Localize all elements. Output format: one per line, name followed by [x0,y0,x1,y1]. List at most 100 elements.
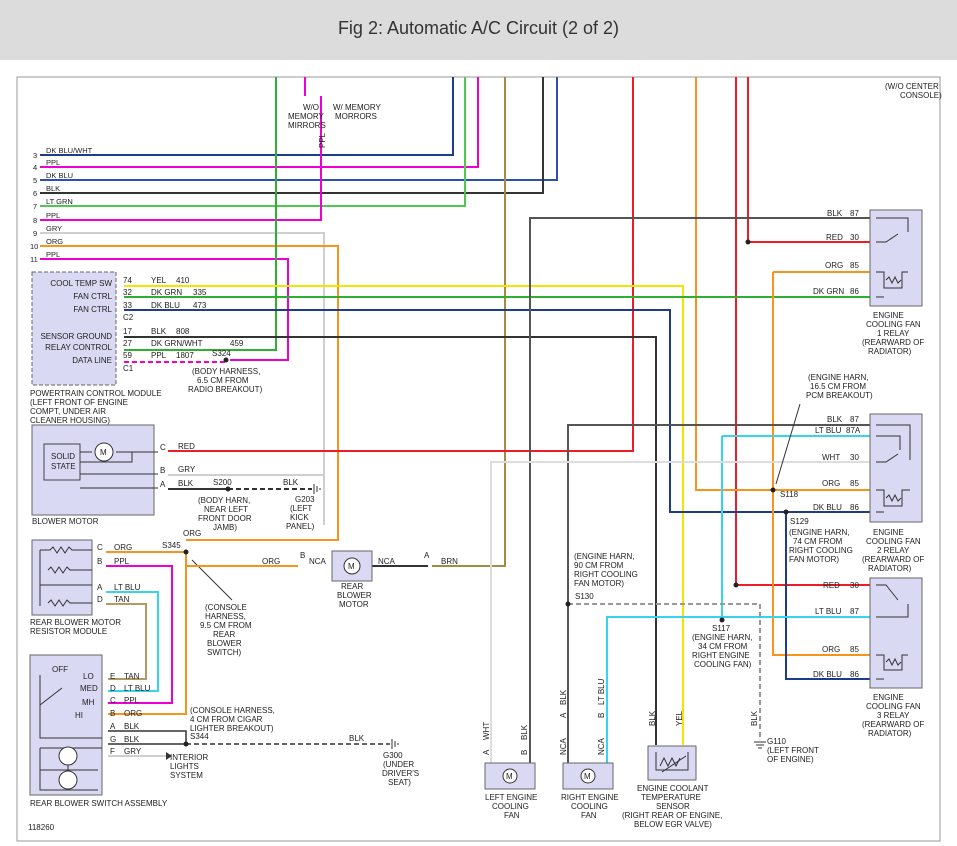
relay-2-labels: BLK LT BLU WHT ORG DK BLU 87 87A 30 85 8… [813,415,924,573]
right-fan-wire-blk: BLK [559,689,568,705]
wire-yel-410 [124,285,684,745]
rear-motor-caption-1: REAR [341,582,363,591]
wire-mirror-green [124,77,277,351]
s118-pointer [775,403,801,485]
blower-pin-a: A [160,480,166,489]
wire-ltblu-resistor [106,591,159,692]
relay3-pin-85: 85 [850,645,859,654]
pcm-connector-wires [124,285,870,745]
sensor-cap-4: (RIGHT REAR OF ENGINE, [622,811,722,820]
pcm-wire-yel: YEL [151,276,167,285]
switch-pin-f: F [110,747,115,756]
pcm-pin-labels: COOL TEMP SW FAN CTRL FAN CTRL SENSOR GR… [40,276,243,373]
s200-note-3: FRONT DOOR [198,514,252,523]
wire-ppl-8 [40,150,322,221]
wo-center-1: (W/O CENTER [885,82,939,91]
relay-2 [869,413,923,523]
wire-label-3: DK BLU/WHT [46,146,93,155]
left-fan-pin-a: A [482,749,491,755]
switch-wire-gry: GRY [124,747,142,756]
wire-ppl-resistor [106,565,173,704]
s117-note-2: 34 CM FROM [698,642,748,651]
s324-note-3: RADIO BREAKOUT) [188,385,263,394]
solid-state-2: STATE [51,462,76,471]
pcm-caption-2: (LEFT FRONT OF ENGINE [30,398,128,407]
pcm-pin-relay-control: RELAY CONTROL [45,343,112,352]
relay2-cap-2: COOLING FAN [866,537,921,546]
pcm-wire-labels: 3 4 5 6 7 8 9 10 11 DK BLU/WHT PPL DK BL… [30,146,93,264]
relay2-cap-3: 2 RELAY [877,546,910,555]
g203-note-1: (LEFT [290,504,312,513]
switch-wire-blk-a: BLK [124,722,140,731]
console-note-5: BLOWER [207,639,242,648]
pcm-top-wires [40,77,558,541]
right-fan-conn-b: NCA [597,737,606,755]
motor-m: M [100,448,107,457]
relay3-cap-4: (REARWARD OF [862,720,924,729]
relay2-wire-org: ORG [822,479,840,488]
switch-pin-e: E [110,672,115,681]
s130-note-1: (ENGINE HARN, [574,552,634,561]
relay2-wire-dkblu: DK BLU [813,503,842,512]
g110-wire: BLK [750,710,759,726]
wire-lt-grn-7 [40,77,466,207]
switch-pin-g: G [110,735,116,744]
switch-pins: E D C B A G F TAN LT BLU PPL ORG BLK BLK… [110,672,151,756]
right-fan-pin-b: B [597,713,606,718]
wire-ltblu-relay3 [606,616,870,766]
interior-arrow [166,752,172,760]
relay2-wire-blk: BLK [827,415,843,424]
s118-note-3: PCM BREAKOUT) [806,391,873,400]
wire-brown-feed [432,77,506,567]
rear-motor-caption-3: MOTOR [339,600,369,609]
rear-motor-left-wire: ORG [262,557,280,566]
s324-note-2: 6.5 CM FROM [197,376,249,385]
sensor-wire-blk: BLK [648,710,657,726]
blower-pin-b: B [160,466,165,475]
splice-s344 [183,741,189,747]
wire-num-5: 5 [33,176,37,185]
diagram-frame [16,76,941,842]
relay1-cap-3: 1 RELAY [877,329,910,338]
resistor-wire-tan: TAN [114,595,130,604]
title-bar: Fig 2: Automatic A/C Circuit (2 of 2) [0,0,957,60]
wire-tan-resistor [106,603,147,680]
resistor-pin-c: C [97,543,103,552]
mirror-w-1: W/ MEMORY [333,103,382,112]
pcm-circuit-1807: 1807 [176,351,194,360]
left-fan-wire-wht: WHT [482,722,491,740]
relay2-pin-30: 30 [850,453,859,462]
sensor-cap-3: SENSOR [656,802,690,811]
switch-pin-c: C [110,696,116,705]
s130-note-4: FAN MOTOR) [574,579,624,588]
relay3-wire-dkblu: DK BLU [813,670,842,679]
g300-label: G300 [383,751,403,760]
motor-icon [94,442,114,462]
pcm-pin-cool-temp: COOL TEMP SW [50,279,112,288]
wo-center-2: CONSOLE) [900,91,942,100]
switch-hi: HI [75,711,83,720]
wire-blk-relay2 [567,424,870,766]
relay2-wire-wht: WHT [822,453,840,462]
resistor-caption-2: RESISTOR MODULE [30,627,107,636]
lamp-1-icon [58,746,78,766]
pcm-wire-ppl: PPL [151,351,167,360]
mirror-wo-1: W/O [303,103,319,112]
wire-blk-808 [124,336,657,745]
g300-note-3: SEAT) [388,778,411,787]
pcm-pinnum-33: 33 [123,301,132,310]
left-fan-cap-1: LEFT ENGINE [485,793,537,802]
relay1-pin-87: 87 [850,209,859,218]
s200-label: S200 [213,478,232,487]
switch-caption: REAR BLOWER SWITCH ASSEMBLY [30,799,168,808]
switch-wire-org: ORG [124,709,142,718]
g203-label: G203 [295,495,315,504]
relay-1 [869,209,923,307]
pcm-pinnum-c1: C1 [123,364,134,373]
switch-positions: OFF LO MED MH HI [52,665,98,720]
s200-note-2: NEAR LEFT [204,505,248,514]
relay3-wire-ltblu: LT BLU [815,607,842,616]
wire-label-10: ORG [46,237,63,246]
relay-wires [490,217,870,766]
pcm-circuit-335: 335 [193,288,207,297]
